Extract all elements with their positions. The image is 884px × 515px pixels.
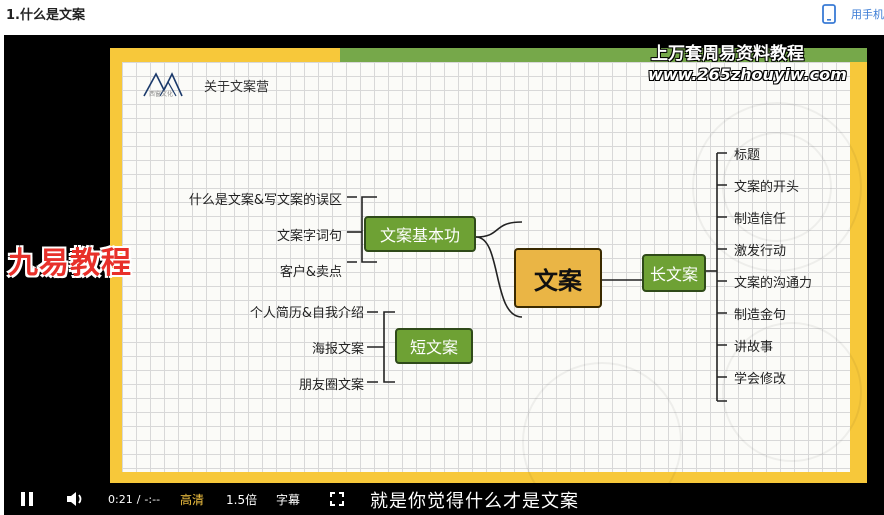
node-short-copy: 短文案 (395, 328, 473, 364)
volume-button[interactable] (66, 483, 86, 515)
label-resume-intro: 个人简历&自我介绍 (249, 306, 364, 321)
pause-button[interactable] (20, 483, 34, 515)
label-poster-copy: 海报文案 (311, 342, 364, 357)
video-player[interactable]: 西窗文化 关于文案营 文案基本功 (4, 35, 884, 515)
label-words-sentences: 文案字词句 (276, 229, 342, 244)
quality-button[interactable]: 高清 (180, 492, 205, 507)
node-long-copy: 长文案 (642, 254, 706, 292)
time-separator: / (136, 492, 141, 506)
pause-icon (21, 492, 33, 506)
page-header: 1.什么是文案 用手机 (0, 0, 884, 32)
label-storytelling: 讲故事 (734, 340, 774, 355)
speed-button[interactable]: 1.5倍 (226, 492, 258, 507)
label-golden-sentence: 制造金句 (734, 308, 787, 323)
volume-icon (67, 492, 82, 506)
watch-on-phone-label: 用手机 (851, 8, 884, 21)
slide-header: 关于文案营 (204, 80, 270, 95)
mindmap-connectors (347, 152, 727, 402)
watermark-url: www.265zhouyiw.com (648, 65, 847, 84)
slide-content: 西窗文化 关于文案营 文案基本功 (122, 62, 862, 515)
fullscreen-icon (330, 492, 344, 506)
duration: -:-- (144, 492, 161, 506)
label-what-is-copy: 什么是文案&写文案的误区 (188, 193, 342, 208)
label-call-to-action: 激发行动 (734, 244, 787, 259)
logo-text: 西窗文化 (149, 91, 174, 98)
mobile-phone-icon (822, 4, 836, 24)
watermark-brand: 九易教程 (8, 246, 132, 281)
node-basic-skills: 文案基本功 (364, 216, 476, 252)
video-subtitle: 就是你觉得什么才是文案 (370, 491, 579, 512)
player-controls: 0:21 / -:-- 高清 1.5倍 字幕 就是你觉得什么才是文案 (4, 483, 884, 515)
label-moments-copy: 朋友圈文案 (298, 378, 364, 393)
label-opening: 文案的开头 (734, 180, 800, 195)
label-revise: 学会修改 (734, 372, 787, 387)
current-time: 0:21 (108, 492, 133, 506)
node-center-copywriting: 文案 (514, 248, 602, 308)
watch-on-phone-button[interactable]: 用手机 (822, 2, 884, 26)
video-frame-slide: 西窗文化 关于文案营 文案基本功 (110, 48, 867, 515)
captions-button[interactable]: 字幕 (276, 492, 301, 507)
label-title: 标题 (734, 148, 761, 163)
fullscreen-button[interactable] (330, 483, 344, 515)
time-display: 0:21 / -:-- (108, 483, 160, 515)
label-client-selling-point: 客户&卖点 (279, 265, 342, 280)
company-logo (143, 72, 183, 97)
slide-green-band (340, 48, 867, 62)
label-build-trust: 制造信任 (734, 212, 787, 227)
page-title: 1.什么是文案 (6, 8, 85, 23)
label-communication: 文案的沟通力 (734, 276, 813, 291)
watermark-top: 上万套周易资料教程 (651, 44, 804, 64)
